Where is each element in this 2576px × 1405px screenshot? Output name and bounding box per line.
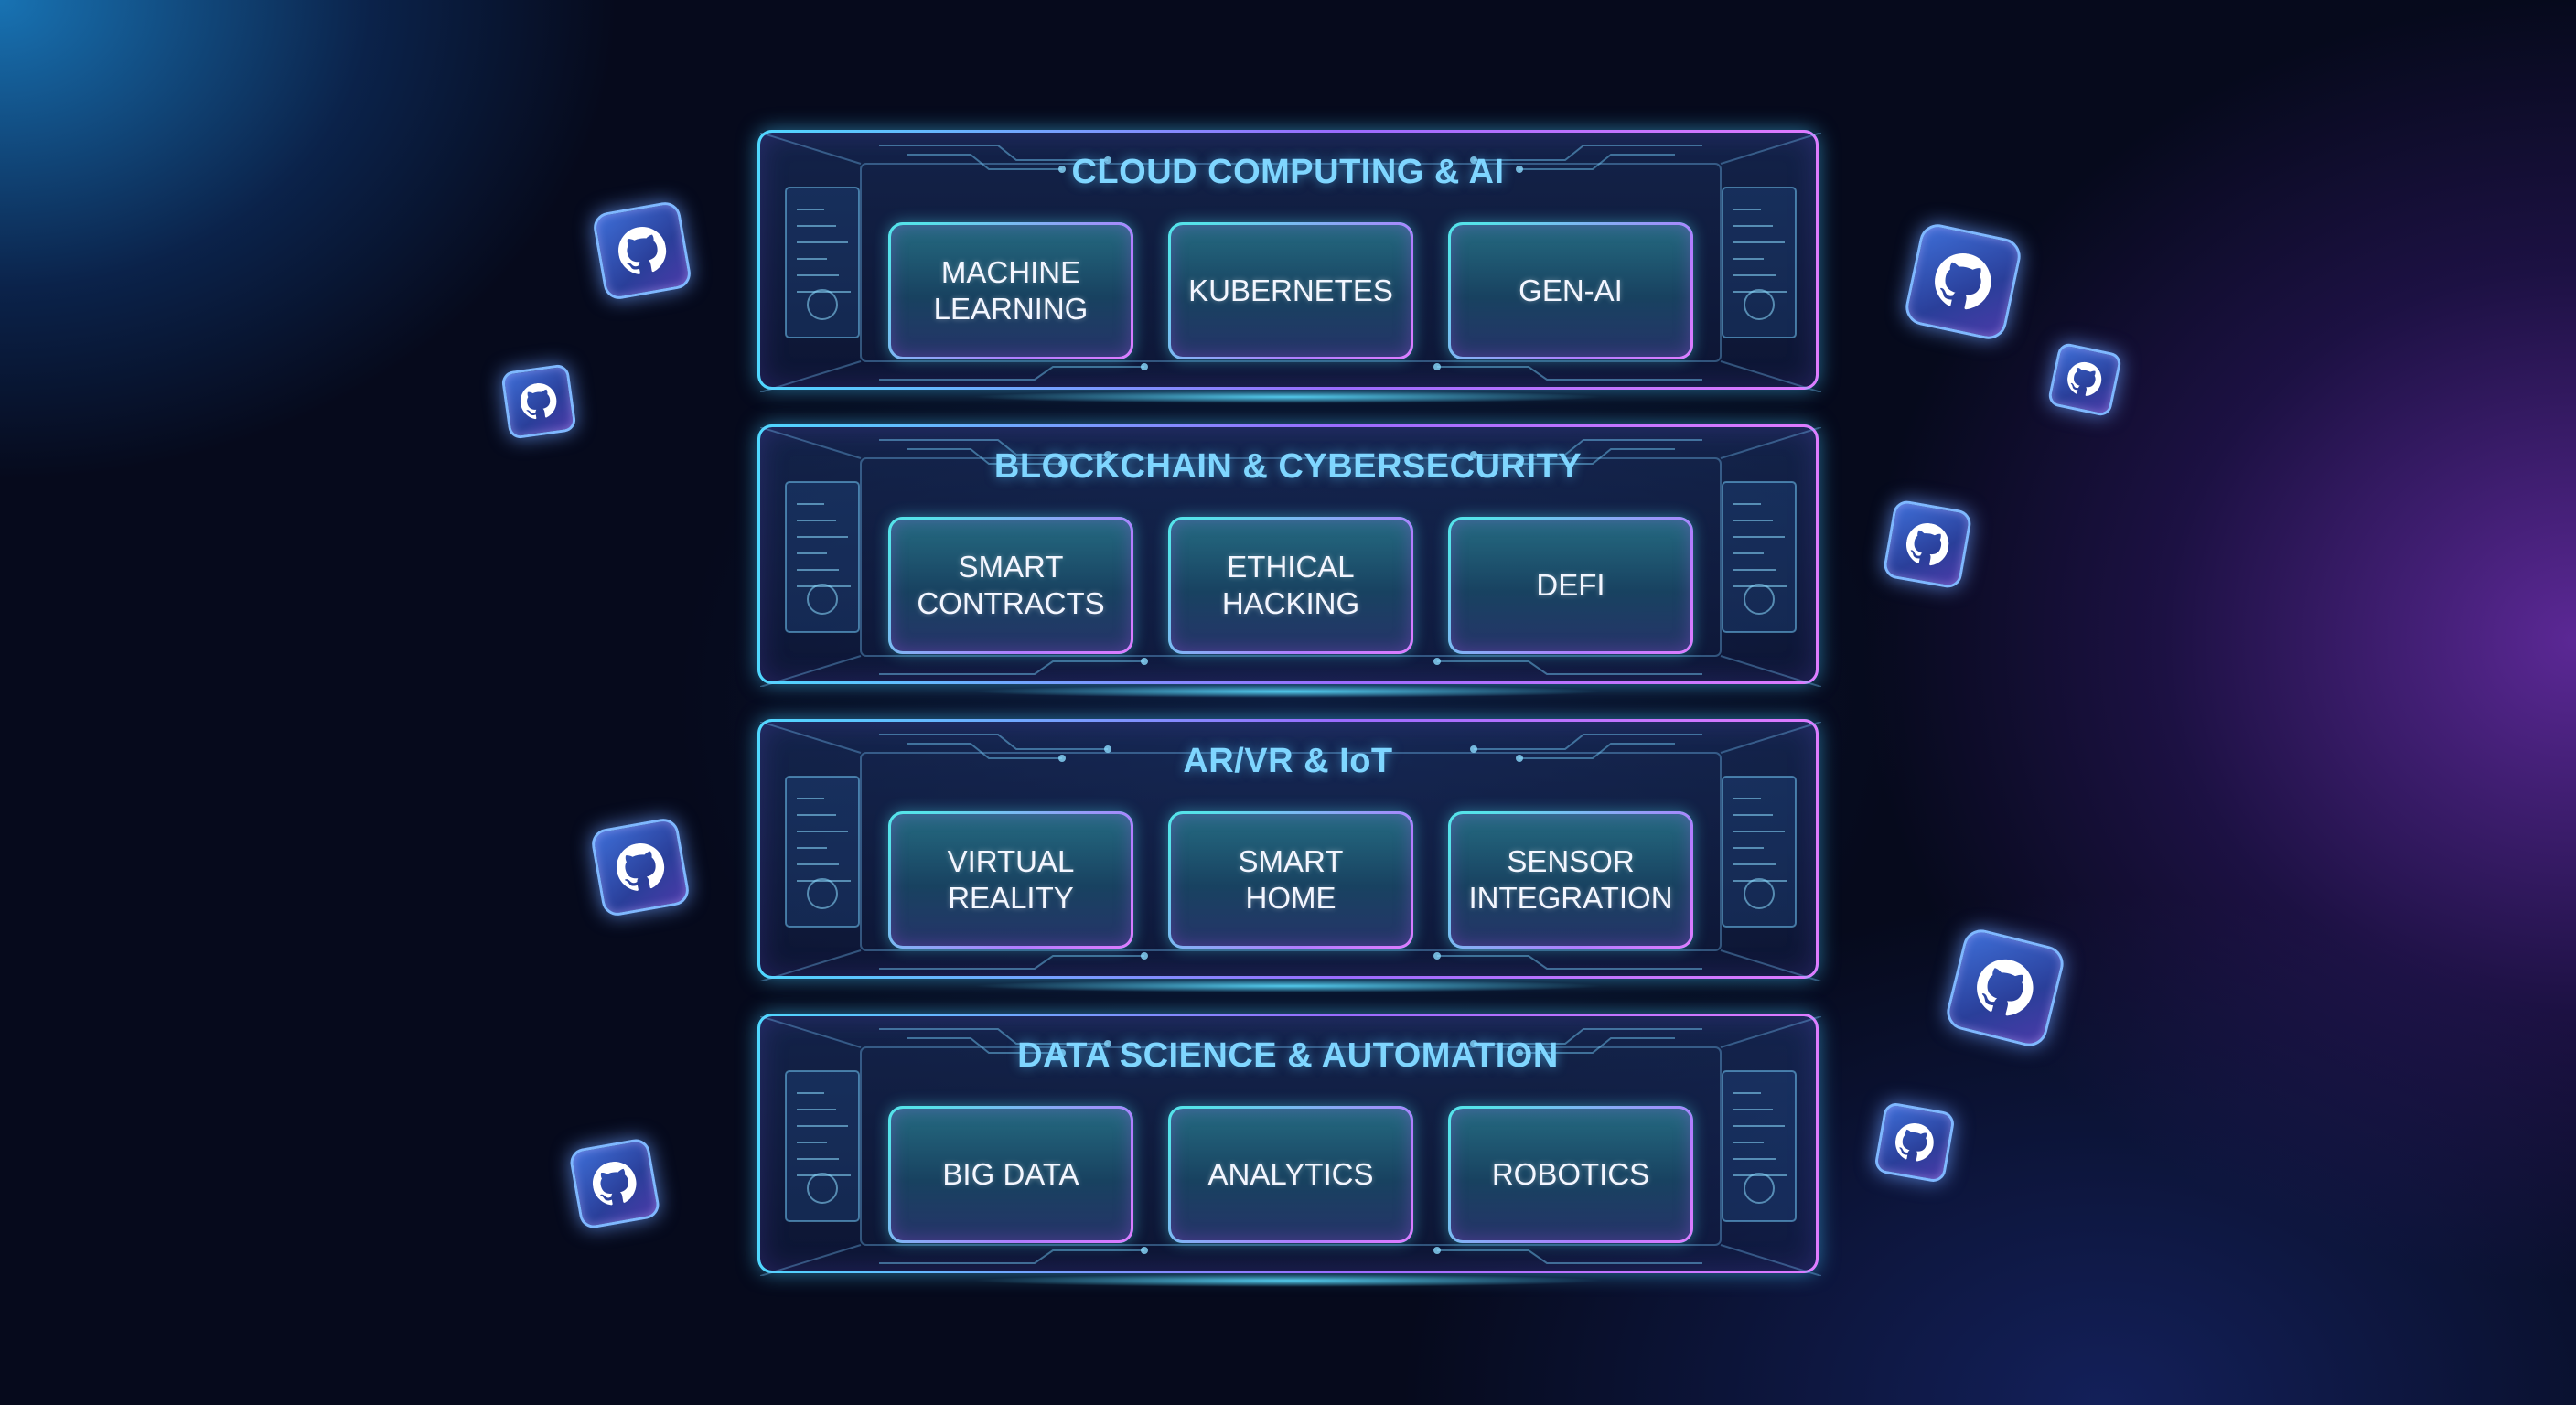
github-icon — [2067, 362, 2102, 397]
github-icon — [593, 1162, 637, 1206]
card-label: SMART HOME — [1238, 844, 1344, 915]
github-badge[interactable] — [591, 199, 693, 302]
github-icon — [521, 383, 557, 420]
card-defi[interactable]: DEFI — [1448, 517, 1693, 654]
card-label: DEFI — [1536, 568, 1605, 602]
panel-blockchain-cybersecurity: BLOCKCHAIN & CYBERSECURITY SMART CONTRAC… — [757, 424, 1822, 698]
card-label: ROBOTICS — [1491, 1157, 1650, 1191]
github-badge[interactable] — [1873, 1100, 1957, 1185]
card-label: SENSOR INTEGRATION — [1468, 844, 1673, 915]
panel-title: CLOUD COMPUTING & AI — [1071, 153, 1505, 191]
github-badge[interactable] — [589, 816, 692, 918]
card-label: SMART CONTRACTS — [917, 550, 1105, 620]
card-label: ETHICAL HACKING — [1221, 550, 1360, 620]
github-badge[interactable] — [500, 363, 577, 440]
github-badge[interactable] — [1882, 499, 1973, 590]
github-badge[interactable] — [2046, 341, 2123, 418]
panel-title: DATA SCIENCE & AUTOMATION — [1017, 1036, 1559, 1075]
card-label: VIRTUAL REALITY — [947, 844, 1075, 915]
card-machine-learning[interactable]: MACHINE LEARNING — [888, 222, 1133, 359]
card-ethical-hacking[interactable]: ETHICAL HACKING — [1168, 517, 1413, 654]
card-sensor-integration[interactable]: SENSOR INTEGRATION — [1448, 811, 1693, 949]
panel-glow — [971, 391, 1605, 403]
github-icon — [616, 842, 665, 891]
github-icon — [1895, 1123, 1934, 1162]
card-label: GEN-AI — [1519, 273, 1623, 307]
card-label: BIG DATA — [942, 1157, 1079, 1191]
github-badge[interactable] — [1902, 220, 2024, 343]
card-row: MACHINE LEARNING KUBERNETES GEN-AI — [888, 222, 1693, 359]
card-big-data[interactable]: BIG DATA — [888, 1106, 1133, 1243]
category-stack: CLOUD COMPUTING & AI MACHINE LEARNING KU… — [757, 130, 1822, 1308]
card-row: SMART CONTRACTS ETHICAL HACKING DEFI — [888, 517, 1693, 654]
github-icon — [1977, 960, 2034, 1016]
card-gen-ai[interactable]: GEN-AI — [1448, 222, 1693, 359]
github-badge[interactable] — [1943, 926, 2067, 1050]
card-robotics[interactable]: ROBOTICS — [1448, 1106, 1693, 1243]
card-row: BIG DATA ANALYTICS ROBOTICS — [888, 1106, 1693, 1243]
card-label: KUBERNETES — [1188, 273, 1393, 307]
card-label: ANALYTICS — [1208, 1157, 1374, 1191]
github-icon — [1905, 522, 1949, 565]
panel-title: AR/VR & IoT — [1183, 742, 1393, 780]
panel-ar-vr-iot: AR/VR & IoT VIRTUAL REALITY SMART HOME S… — [757, 719, 1822, 992]
panel-glow — [971, 685, 1605, 698]
panel-data-science-automation: DATA SCIENCE & AUTOMATION BIG DATA ANALY… — [757, 1014, 1822, 1287]
card-row: VIRTUAL REALITY SMART HOME SENSOR INTEGR… — [888, 811, 1693, 949]
panel-glow — [971, 1274, 1605, 1287]
panel-cloud-computing-ai: CLOUD COMPUTING & AI MACHINE LEARNING KU… — [757, 130, 1822, 403]
card-label: MACHINE LEARNING — [933, 255, 1089, 326]
card-analytics[interactable]: ANALYTICS — [1168, 1106, 1413, 1243]
github-icon — [617, 226, 667, 274]
card-smart-home[interactable]: SMART HOME — [1168, 811, 1413, 949]
card-virtual-reality[interactable]: VIRTUAL REALITY — [888, 811, 1133, 949]
panel-title: BLOCKCHAIN & CYBERSECURITY — [993, 447, 1583, 486]
card-smart-contracts[interactable]: SMART CONTRACTS — [888, 517, 1133, 654]
panel-glow — [971, 980, 1605, 992]
card-kubernetes[interactable]: KUBERNETES — [1168, 222, 1413, 359]
github-icon — [1935, 253, 1991, 310]
github-badge[interactable] — [568, 1137, 661, 1230]
